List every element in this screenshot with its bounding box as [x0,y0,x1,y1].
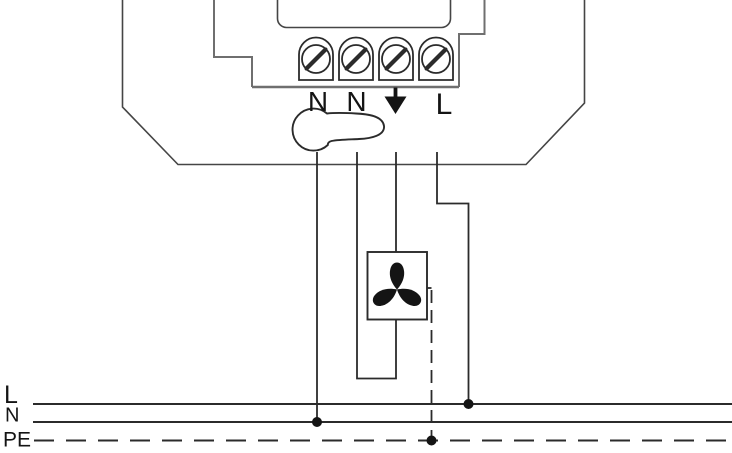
terminal-screw [378,36,414,81]
device-inner-outline-right [458,0,486,87]
bus-label-pe: PE [3,429,31,452]
bus-label-l: L [4,381,18,409]
down-arrow-icon [384,87,407,114]
terminal-screw [298,36,334,81]
screw-slot-icon [344,47,368,71]
junction-dot-pe [426,435,437,446]
terminal-screw [338,36,374,81]
fan-load [366,251,428,321]
terminal-label-l: L [436,88,453,121]
bus-label-n: N [5,405,19,427]
terminal-label-n2: N [346,86,366,117]
terminal-label-n1: N [308,86,328,117]
screw-slot-icon [424,47,448,71]
device-outer-outline [121,0,586,166]
device-display-panel [276,0,452,29]
junction-dot-n [312,417,322,427]
device-housing [121,0,586,166]
terminal-labels: N N L [308,86,452,121]
wire-line-to-bus [436,152,470,404]
cable-entry-grommet [291,107,385,152]
screw-slot-icon [384,47,408,71]
wire-neutral-fan-return [356,152,397,380]
device-inner-outline-left [213,0,253,87]
fan-propeller-icon [372,262,422,306]
junction-dot-l [463,399,474,409]
terminal-block [298,36,454,81]
wires [316,152,470,441]
screw-slot-icon [304,47,328,71]
power-bus: L N PE [3,381,732,452]
terminal-screw [418,36,454,81]
